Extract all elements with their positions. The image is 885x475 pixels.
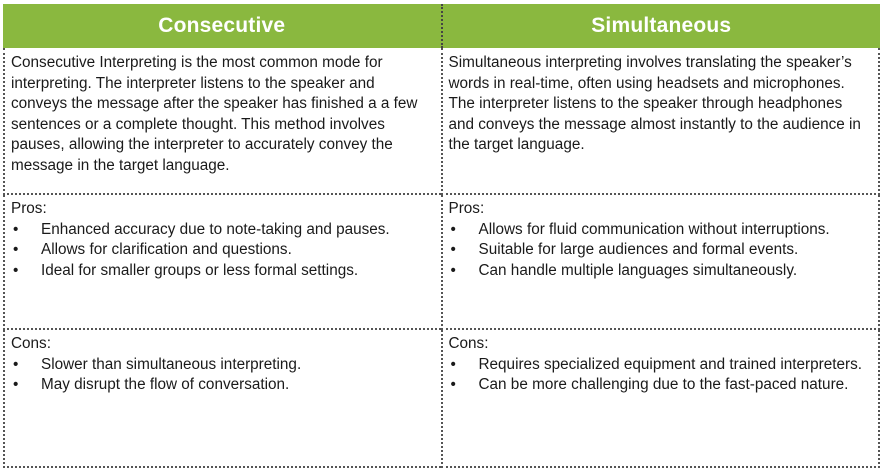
pros-row: Pros: •Enhanced accuracy due to note-tak… xyxy=(3,195,880,330)
list-item: •Enhanced accuracy due to note-taking an… xyxy=(11,220,433,241)
comparison-table: Consecutive Simultaneous Consecutive Int… xyxy=(3,4,880,468)
cons-list: •Requires specialized equipment and trai… xyxy=(449,355,871,396)
cons-label: Cons: xyxy=(11,335,51,352)
cons-row: Cons: •Slower than simultaneous interpre… xyxy=(3,330,880,468)
header-consecutive: Consecutive xyxy=(3,4,443,48)
bullet-icon: • xyxy=(450,355,456,373)
consecutive-pros: Pros: •Enhanced accuracy due to note-tak… xyxy=(3,195,441,330)
pros-list: •Enhanced accuracy due to note-taking an… xyxy=(11,220,433,282)
simultaneous-description: Simultaneous interpreting involves trans… xyxy=(440,48,880,195)
list-item: •Suitable for large audiences and formal… xyxy=(449,240,871,261)
bullet-icon: • xyxy=(13,261,19,279)
simultaneous-cons: Cons: •Requires specialized equipment an… xyxy=(440,330,880,468)
bullet-icon: • xyxy=(13,220,19,238)
list-item: •Can be more challenging due to the fast… xyxy=(449,375,871,396)
list-item: •Slower than simultaneous interpreting. xyxy=(11,355,433,376)
list-item: •Can handle multiple languages simultane… xyxy=(449,261,871,282)
bullet-icon: • xyxy=(13,376,19,393)
bullet-icon: • xyxy=(450,261,456,279)
bullet-icon: • xyxy=(450,376,456,393)
list-item: •Ideal for smaller groups or less formal… xyxy=(11,261,433,282)
simultaneous-pros: Pros: •Allows for fluid communication wi… xyxy=(440,195,880,330)
bullet-icon: • xyxy=(450,241,456,258)
pros-list: •Allows for fluid communication without … xyxy=(449,220,871,282)
list-item: •Allows for fluid communication without … xyxy=(449,220,871,241)
bullet-icon: • xyxy=(450,220,456,238)
header-simultaneous: Simultaneous xyxy=(591,14,732,37)
consecutive-cons: Cons: •Slower than simultaneous interpre… xyxy=(3,330,441,468)
list-item: •Allows for clarification and questions. xyxy=(11,240,433,261)
bullet-icon: • xyxy=(13,241,19,258)
pros-label: Pros: xyxy=(448,200,485,217)
pros-label: Pros: xyxy=(11,200,47,217)
list-item: •Requires specialized equipment and trai… xyxy=(449,355,871,376)
consecutive-description: Consecutive Interpreting is the most com… xyxy=(3,48,441,195)
cons-label: Cons: xyxy=(448,335,489,352)
table-header-row: Consecutive Simultaneous xyxy=(3,4,880,48)
list-item: •May disrupt the flow of conversation. xyxy=(11,375,433,396)
bullet-icon: • xyxy=(13,355,19,373)
cons-list: •Slower than simultaneous interpreting. … xyxy=(11,355,433,396)
description-row: Consecutive Interpreting is the most com… xyxy=(3,48,880,195)
